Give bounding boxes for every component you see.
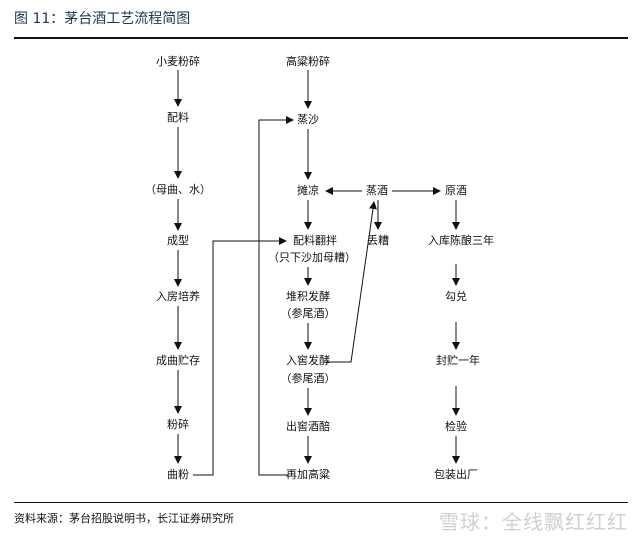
bottom-rule [14,502,628,503]
node: （母曲、水） [145,183,211,196]
figure-title: 图 11：茅台酒工艺流程简图 [14,11,191,27]
node: 再加高粱 [286,467,330,481]
node: 小麦粉碎 [156,54,200,68]
node: 曲粉 [167,468,189,481]
arrows [174,70,460,476]
watermark: 雪球：全线飘红红红 [439,510,628,534]
node: 堆积发酵 [286,289,330,303]
node: 包装出厂 [434,467,478,481]
node: 入窖发酵 [286,353,330,367]
source-note: 资料来源：茅台招股说明书，长江证券研究所 [14,512,234,525]
top-rule [14,37,628,39]
column-sorghum: 高粱粉碎 蒸沙 摊凉 配料翻拌 （只下沙加母糟） 堆积发酵 （参尾酒） 入窖发酵… [268,54,356,481]
node: 检验 [445,419,467,433]
node: 成曲贮存 [156,353,200,367]
node: 成型 [167,233,189,247]
column-distill: 蒸酒 丢糟 [366,184,389,247]
node-note: （参尾酒） [281,306,336,320]
node: 蒸沙 [297,113,319,126]
node: 蒸酒 [366,184,388,197]
node: 高粱粉碎 [286,54,330,68]
column-liquor: 原酒 入库陈酿三年 勾兑 封贮一年 检验 包装出厂 [428,184,494,481]
node: 粉碎 [167,417,189,431]
node: 出窖酒醅 [286,419,330,433]
node: 入房培养 [156,289,200,303]
node-note: （参尾酒） [281,371,336,385]
node: 勾兑 [445,289,467,303]
node: 配料翻拌 [293,233,337,247]
node-note: （只下沙加母糟） [268,250,356,264]
column-qu: 小麦粉碎 配料 （母曲、水） 成型 入房培养 成曲贮存 粉碎 曲粉 [145,54,211,481]
node: 原酒 [445,184,467,197]
node: 入库陈酿三年 [428,233,494,247]
node: 封贮一年 [436,353,480,367]
node: 配料 [167,110,189,124]
node: 丢糟 [367,233,389,247]
node: 摊凉 [297,183,319,197]
